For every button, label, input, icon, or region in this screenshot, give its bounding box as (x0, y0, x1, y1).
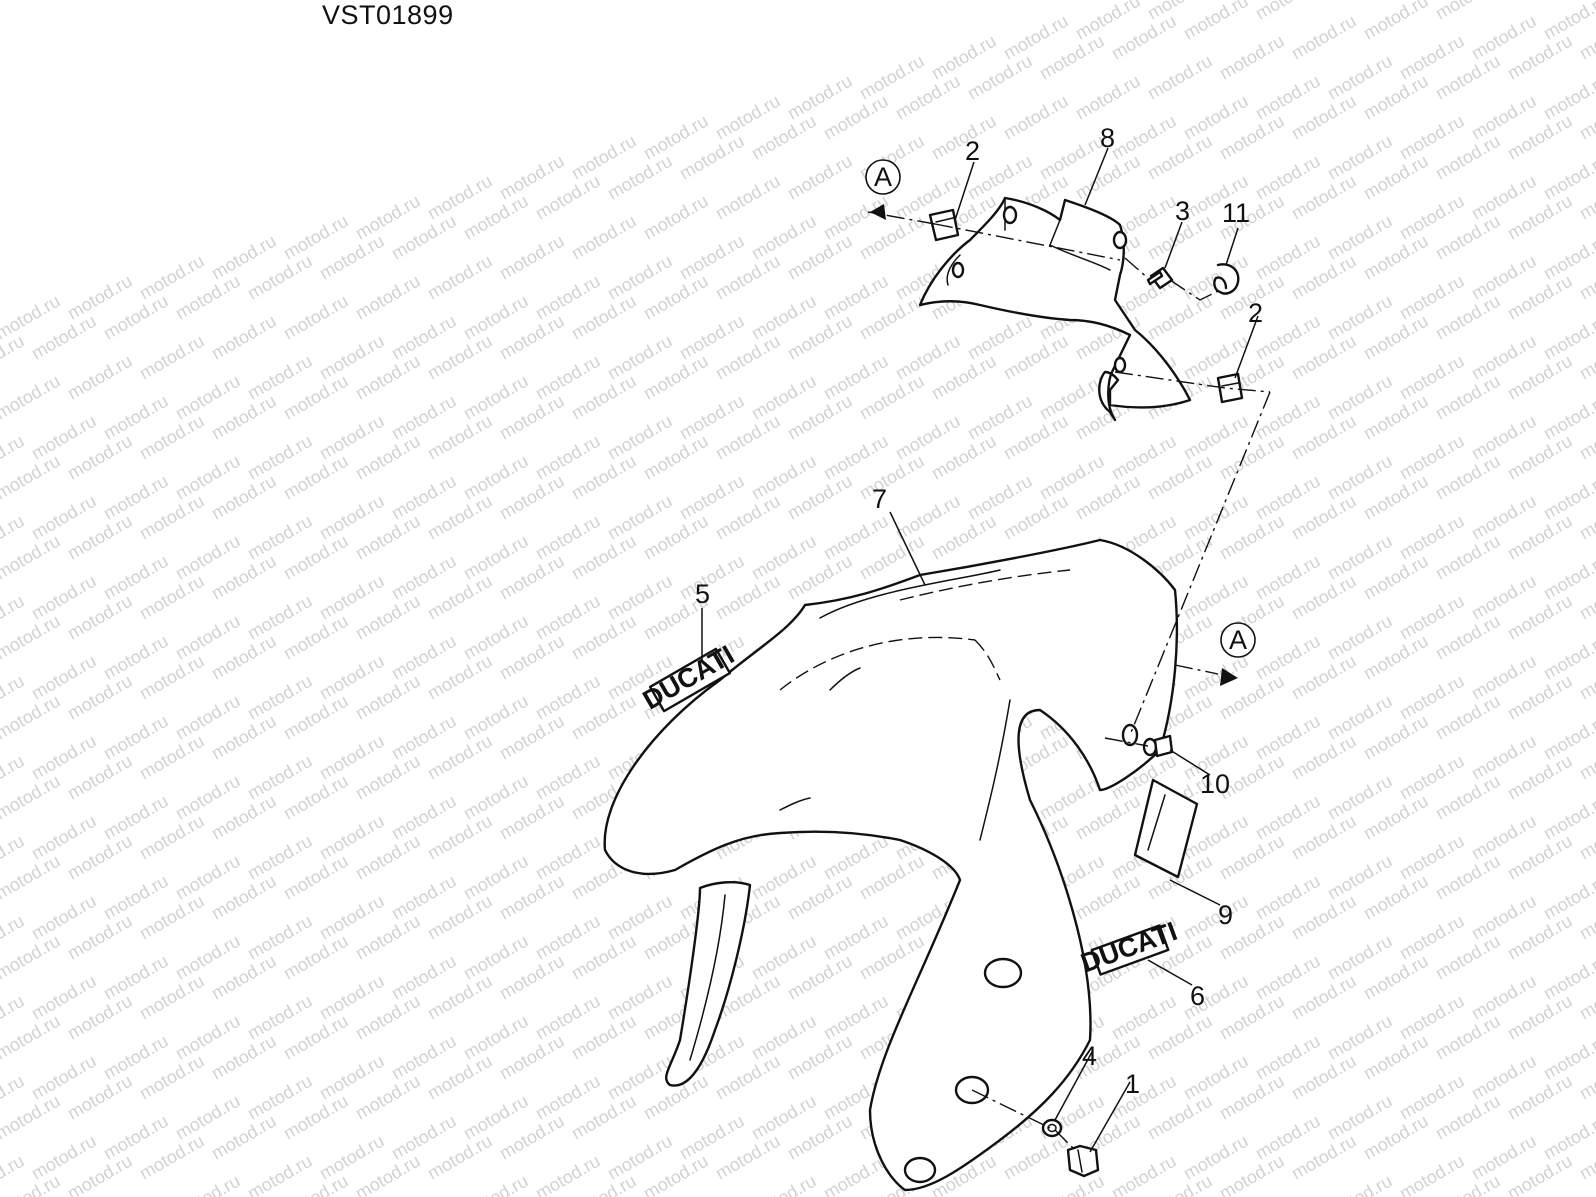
watermark-text: motod.ru (640, 191, 712, 244)
watermark-text: motod.ru (0, 531, 64, 584)
watermark-text: motod.ru (0, 931, 64, 984)
assembly-lines (867, 211, 1271, 1151)
protective-film-9 (1133, 778, 1199, 879)
watermark-text: motod.ru (1432, 0, 1504, 23)
watermark-text: motod.ru (1252, 0, 1324, 23)
callout-3: 3 (1175, 196, 1190, 226)
screw-10 (1142, 734, 1174, 758)
watermark-text: motod.ru (424, 251, 496, 304)
watermark-text: motod.ru (0, 1091, 64, 1144)
arrow-a-left (870, 204, 886, 220)
ref-marker-a-right: A (1220, 622, 1256, 658)
front-mudguard (603, 538, 1179, 1192)
watermark-text: motod.ru (208, 311, 280, 364)
watermark-text: motod.ru (1036, 1171, 1108, 1197)
watermark-text: motod.ru (1504, 0, 1576, 3)
watermark-text: motod.ru (64, 351, 136, 404)
watermark-text: motod.ru (1324, 1171, 1396, 1197)
watermark-text: motod.ru (1108, 1151, 1180, 1197)
callout-5: 5 (695, 579, 710, 609)
callout-2-top: 2 (965, 136, 980, 166)
screw-3 (1146, 266, 1174, 290)
callout-4: 4 (1082, 1041, 1097, 1071)
watermark-text: motod.ru (1216, 31, 1288, 84)
clip-11 (1213, 263, 1240, 295)
leader-lines (701, 147, 1259, 1153)
svg-text:A: A (1229, 625, 1247, 655)
watermark-text: motod.ru (0, 371, 64, 424)
arrow-a-right (1220, 668, 1238, 686)
watermark-text: motod.ru (1324, 0, 1396, 3)
callout-1: 1 (1125, 1069, 1140, 1099)
watermark-text: motod.ru (568, 211, 640, 264)
screw-1 (1066, 1144, 1100, 1178)
watermark-text: motod.ru (0, 851, 64, 904)
watermark-text: motod.ru (1360, 0, 1432, 43)
watermark-text: motod.ru (0, 611, 64, 664)
callout-11: 11 (1222, 198, 1250, 228)
watermark-text: motod.ru (280, 291, 352, 344)
watermark-text: motod.ru (1000, 91, 1072, 144)
watermark-text: motod.ru (0, 771, 64, 824)
watermark-text: motod.ru (928, 111, 1000, 164)
watermark-text: motod.ru (1288, 11, 1360, 64)
watermark-text: motod.ru (1180, 0, 1252, 43)
watermark-text: motod.ru (172, 1171, 244, 1197)
watermark-text: motod.ru (0, 451, 64, 504)
svg-text:A: A (874, 162, 892, 192)
callout-10: 10 (1200, 769, 1230, 799)
watermark-text: motod.ru (0, 691, 64, 744)
watermark-text: motod.ru (784, 151, 856, 204)
watermark-text: motod.ru (352, 271, 424, 324)
callout-8: 8 (1100, 123, 1115, 153)
callout-2-right: 2 (1248, 298, 1263, 328)
ref-marker-a-top: A (865, 159, 901, 195)
watermark-text: motod.ru (0, 1011, 64, 1064)
watermark-text: motod.ru (1072, 71, 1144, 124)
callout-6: 6 (1190, 981, 1205, 1011)
watermark-text: motod.ru (496, 231, 568, 284)
callout-9: 9 (1218, 900, 1233, 930)
callouts: 2 8 3 11 2 7 5 10 9 6 4 1 (695, 123, 1263, 1099)
watermark-text: motod.ru (136, 331, 208, 384)
watermark-text: motod.ru (1144, 51, 1216, 104)
callout-7: 7 (872, 484, 887, 514)
watermark-text: motod.ru (532, 1151, 604, 1197)
watermark-text: motod.ru (748, 1171, 820, 1197)
drawing-code: VST01899 (322, 0, 454, 30)
watermark-text: motod.ru (244, 1151, 316, 1197)
watermark-text: motod.ru (712, 171, 784, 224)
watermark-text: motod.ru (1396, 1151, 1468, 1197)
clip-nut-top (928, 208, 960, 242)
watermark-text: motod.ru (460, 1171, 532, 1197)
watermark-text: motod.ru (0, 331, 28, 384)
mudguard-bracket (918, 196, 1192, 422)
